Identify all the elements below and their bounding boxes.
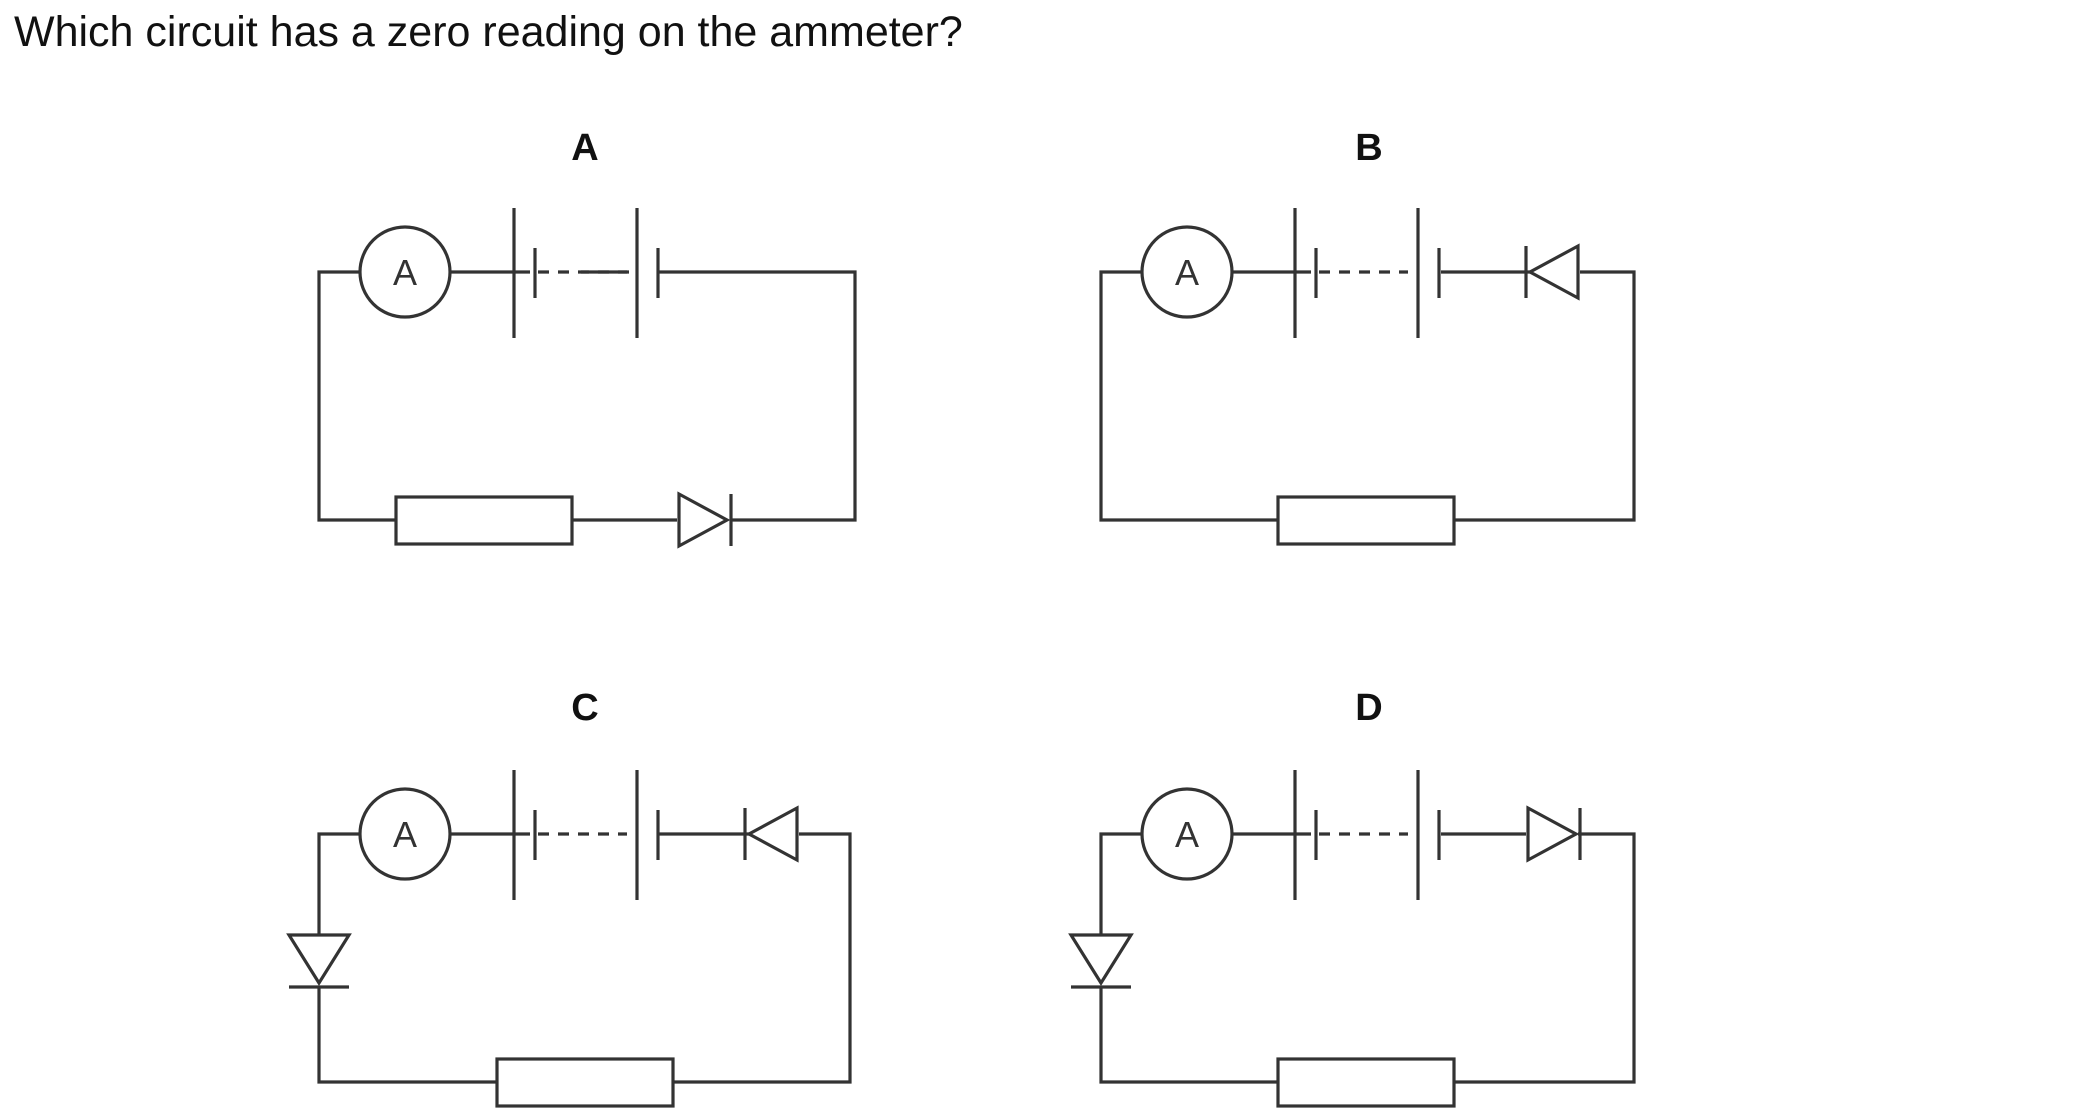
ammeter-icon bbox=[358, 787, 452, 881]
diode-icon bbox=[286, 933, 352, 989]
diode-icon bbox=[743, 805, 799, 863]
diode-icon bbox=[677, 491, 733, 549]
diode-icon bbox=[1068, 933, 1134, 989]
circuit-wire bbox=[1099, 832, 1636, 1084]
diode-icon bbox=[1524, 243, 1580, 301]
ammeter-icon bbox=[1140, 225, 1234, 319]
ammeter-label: A bbox=[1175, 814, 1199, 855]
resistor-icon bbox=[1276, 495, 1456, 546]
circuit-b: B A bbox=[1099, 127, 1636, 546]
circuit-d: D A bbox=[1068, 687, 1636, 1108]
circuit-label: C bbox=[571, 687, 598, 729]
circuit-c: C A bbox=[286, 687, 852, 1108]
ammeter-icon bbox=[1140, 787, 1234, 881]
question-text: Which circuit has a zero reading on the … bbox=[14, 8, 963, 56]
ammeter-label: A bbox=[1175, 252, 1199, 293]
ammeter-label: A bbox=[393, 252, 417, 293]
circuit-wire bbox=[1099, 270, 1636, 522]
resistor-icon bbox=[495, 1057, 675, 1108]
diode-icon bbox=[1526, 805, 1582, 863]
ammeter-icon bbox=[358, 225, 452, 319]
ammeter-label: A bbox=[393, 814, 417, 855]
circuit-wire bbox=[317, 832, 852, 1084]
circuit-label: D bbox=[1355, 687, 1382, 729]
resistor-icon bbox=[1276, 1057, 1456, 1108]
circuit-label: A bbox=[571, 127, 598, 169]
circuit-a: A A bbox=[317, 127, 857, 549]
circuit-label: B bbox=[1355, 127, 1382, 169]
resistor-icon bbox=[394, 495, 574, 546]
